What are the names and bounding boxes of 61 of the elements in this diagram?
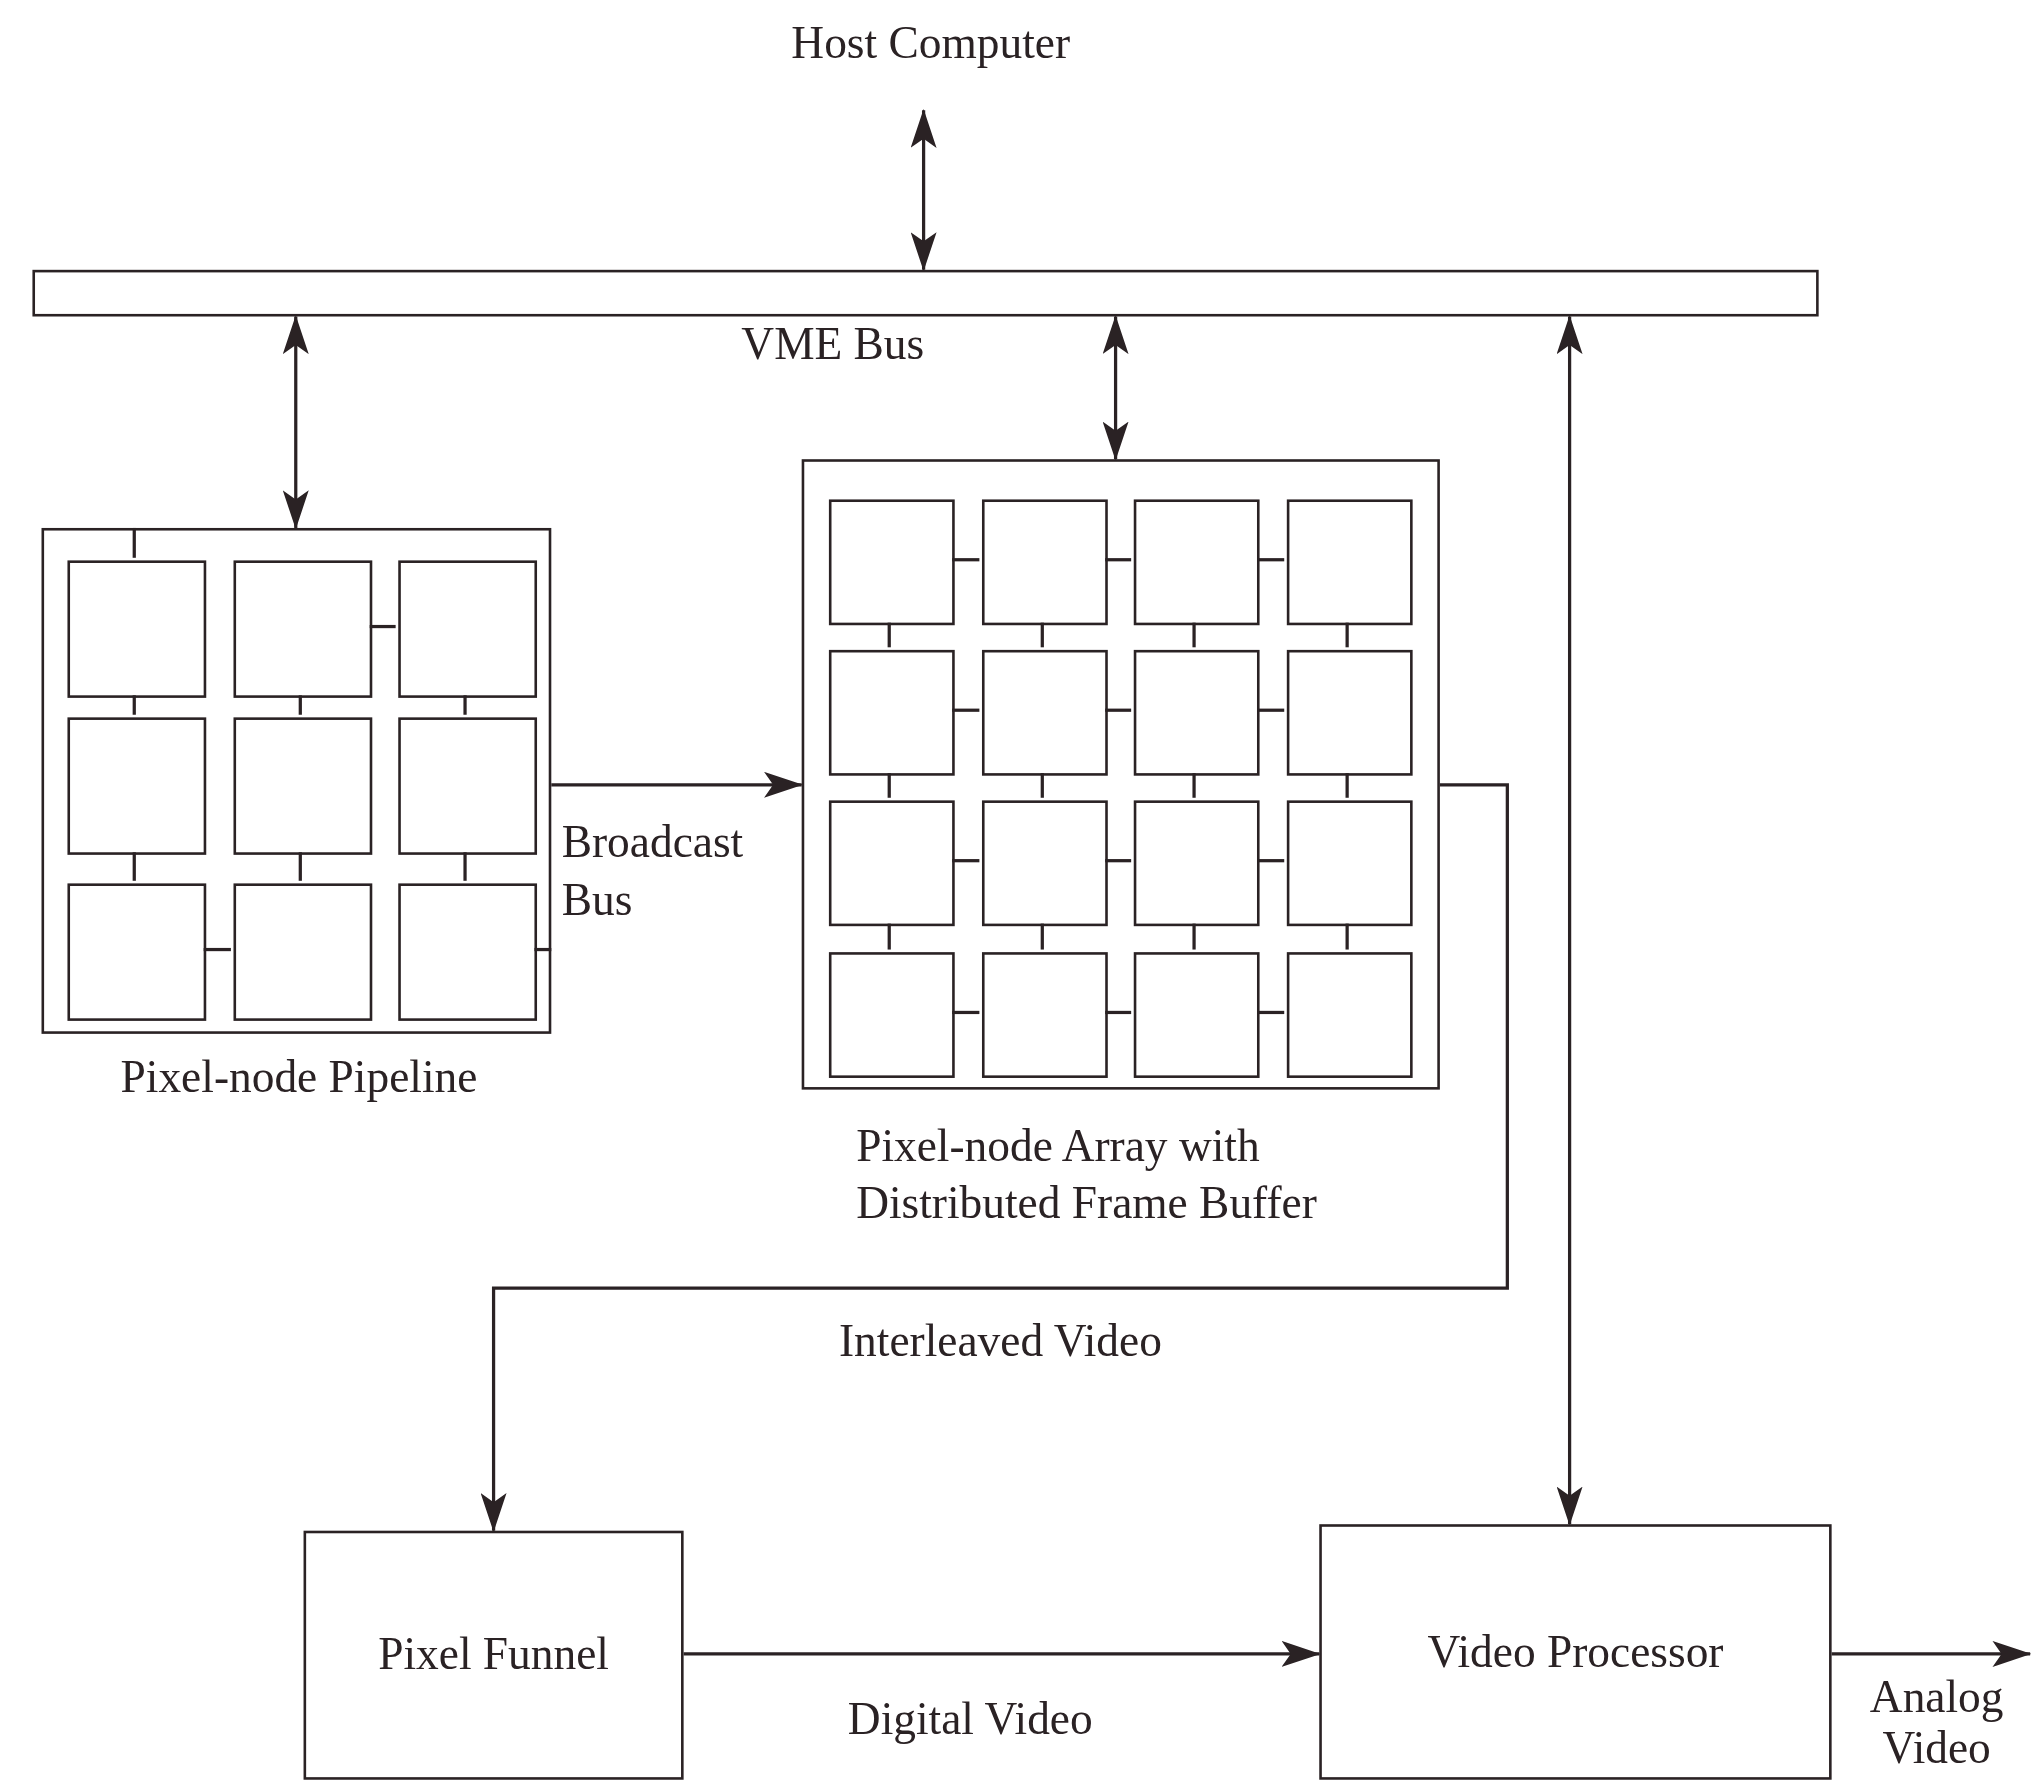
connector-line xyxy=(1257,558,1285,562)
node-cell xyxy=(982,499,1108,626)
connector-line xyxy=(952,558,980,562)
arrow xyxy=(1102,315,1129,461)
process-box: Video Processor xyxy=(1319,1524,1832,1780)
node-cell xyxy=(828,649,955,776)
connector-line xyxy=(298,695,302,715)
arrow xyxy=(282,315,309,530)
node-cell xyxy=(67,883,207,1021)
node-cell xyxy=(398,560,538,698)
connector-line xyxy=(1257,1010,1285,1015)
connector-line xyxy=(887,773,891,798)
connector-line xyxy=(1105,708,1132,712)
node-cell xyxy=(1133,800,1260,927)
arrow xyxy=(910,108,937,272)
node-cell xyxy=(982,800,1108,927)
connector-line xyxy=(132,852,136,881)
connector-line xyxy=(1105,1010,1132,1015)
connector-line xyxy=(952,708,980,712)
node-cell xyxy=(828,499,955,626)
connector-line xyxy=(463,695,467,715)
node-cell xyxy=(982,952,1108,1078)
node-cell xyxy=(233,883,373,1021)
frame-caption: Pixel-node Pipeline xyxy=(119,1051,479,1105)
node-cell xyxy=(1133,649,1260,776)
connector-line xyxy=(463,852,467,881)
connector-line xyxy=(1257,708,1285,712)
connector-line xyxy=(1257,859,1285,863)
node-cell xyxy=(828,800,955,927)
node-cell xyxy=(1133,499,1260,626)
connector-line xyxy=(298,852,302,881)
arrow xyxy=(551,771,803,798)
bus-label: VME Bus xyxy=(740,321,926,368)
connector-line xyxy=(132,695,136,715)
node-cell xyxy=(67,717,207,855)
node-cell xyxy=(828,952,955,1078)
node-cell xyxy=(1286,649,1413,776)
node-cell xyxy=(67,560,207,698)
connector-line xyxy=(952,859,980,863)
node-cell xyxy=(1286,499,1413,626)
node-cell xyxy=(1286,952,1413,1078)
connector-line xyxy=(1040,773,1044,798)
node-cell xyxy=(1286,800,1413,927)
connector-line xyxy=(952,1010,980,1015)
connector-line xyxy=(1192,773,1196,798)
arrow xyxy=(683,1640,1321,1667)
node-cell xyxy=(233,560,373,698)
arrow xyxy=(1556,315,1583,1526)
text-label: Host Computer xyxy=(745,15,1116,78)
arrow xyxy=(480,783,1509,1532)
arrow xyxy=(1831,1640,2032,1667)
node-cell xyxy=(398,717,538,855)
process-box: Pixel Funnel xyxy=(303,1530,684,1780)
node-cell xyxy=(233,717,373,855)
node-cell xyxy=(398,883,538,1021)
frame-caption: Pixel-node Array with Distributed Frame Buffer xyxy=(856,1119,1318,1231)
node-cell xyxy=(982,649,1108,776)
node-cell xyxy=(1133,952,1260,1078)
connector-line xyxy=(1345,773,1349,798)
connector-line xyxy=(1105,859,1132,863)
connector-line xyxy=(1105,558,1132,562)
